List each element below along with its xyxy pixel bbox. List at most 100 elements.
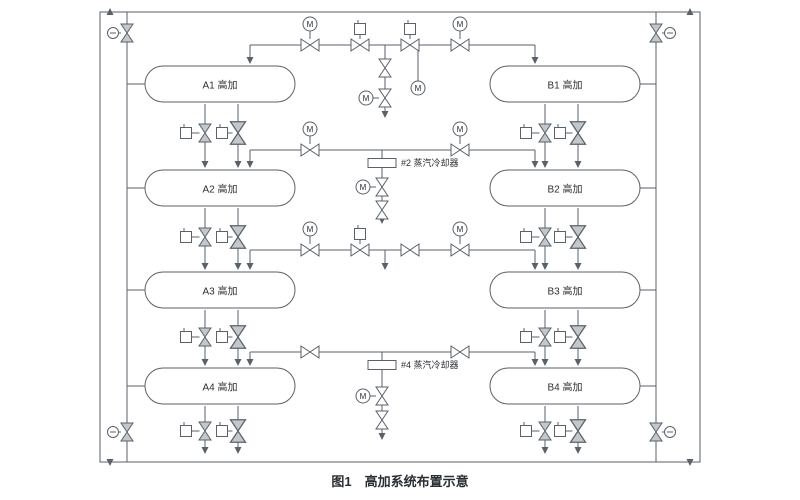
motor-label: M: [457, 225, 464, 234]
motor-label: M: [307, 20, 314, 29]
motor-valve-icon: [300, 243, 320, 257]
gate-valve-icon: [229, 225, 247, 249]
vessel-body: [489, 65, 641, 103]
flow-arrow-icon: [378, 433, 386, 440]
instrument-icon: [180, 123, 192, 139]
motor-valve-icon: [300, 38, 320, 52]
instrument-icon: [520, 421, 532, 437]
heater-vessel: B4 高加: [489, 367, 641, 405]
gate-valve-icon: [649, 23, 663, 43]
instrument-icon: [180, 421, 192, 437]
heater-label: A1 高加: [202, 79, 237, 92]
gate-valve-icon: [569, 121, 587, 145]
gate-valve-icon: [198, 227, 212, 247]
gate-valve-icon: [120, 422, 134, 442]
flow-arrow-icon: [541, 161, 549, 168]
steam-cooler-label: #4 蒸汽冷却器: [401, 359, 459, 370]
flow-arrow-icon: [541, 359, 549, 366]
valve-icon: [350, 38, 370, 52]
flow-arrow-icon: [531, 359, 539, 366]
instrument-tag-icon: [664, 426, 676, 438]
gate-valve-icon: [538, 123, 552, 143]
heater-vessel: B3 高加: [489, 271, 641, 309]
steam-cooler: [367, 360, 397, 370]
heater-vessel: A1 高加: [144, 65, 296, 103]
heater-vessel: B2 高加: [489, 169, 641, 207]
valve-icon: [300, 345, 320, 359]
motor-valve-icon: [300, 143, 320, 157]
instrument-tag-icon: [107, 426, 119, 438]
instrument-tag-icon: [107, 27, 119, 39]
flow-arrow-icon: [541, 447, 549, 454]
valve-icon: [400, 38, 420, 52]
flow-arrow-icon: [574, 447, 582, 454]
heater-label: B4 高加: [547, 381, 582, 394]
heater-vessel: A3 高加: [144, 271, 296, 309]
gate-valve-icon: [198, 327, 212, 347]
vessel-body: [144, 169, 296, 207]
gate-valve-icon: [198, 123, 212, 143]
gate-valve-icon: [538, 327, 552, 347]
motor-label: M: [360, 392, 367, 401]
instrument-icon: [354, 19, 366, 35]
gate-valve-icon: [229, 325, 247, 349]
flow-arrow-icon: [201, 359, 209, 366]
instrument-icon: [554, 327, 566, 343]
motor-label: M: [457, 125, 464, 134]
instrument-icon: [354, 224, 366, 240]
heater-label: B1 高加: [547, 79, 582, 92]
instrument-icon: [216, 421, 228, 437]
flow-arrow-icon: [531, 57, 539, 64]
flow-arrow-icon: [574, 263, 582, 270]
gate-valve-icon: [538, 421, 552, 441]
instrument-icon: [554, 227, 566, 243]
vessel-body: [144, 65, 296, 103]
valve-icon: [375, 410, 389, 430]
flow-arrow-icon: [201, 447, 209, 454]
instrument-icon: [180, 327, 192, 343]
gate-valve-icon: [538, 227, 552, 247]
motor-valve-icon: [450, 243, 470, 257]
motor-valve-icon: [450, 143, 470, 157]
flow-arrow-icon: [201, 263, 209, 270]
flow-arrow-icon: [574, 359, 582, 366]
gate-valve-icon: [569, 419, 587, 443]
flow-arrow-icon: [381, 111, 389, 118]
steam-cooler-label: #2 蒸汽冷却器: [401, 157, 459, 168]
flow-arrow-icon: [574, 161, 582, 168]
instrument-icon: [404, 19, 416, 35]
vessel-body: [144, 271, 296, 309]
motor-label: M: [415, 84, 422, 93]
steam-row-valves: [300, 16, 470, 430]
instrument-icon: [554, 421, 566, 437]
gate-valve-icon: [198, 421, 212, 441]
motor-label: M: [457, 20, 464, 29]
motor-actuator-icon: [355, 388, 371, 404]
motor-valve-icon: [375, 386, 389, 406]
motor-valve-icon: [378, 88, 392, 108]
valve-icon: [375, 200, 389, 220]
heater-vessels: A1 高加 A2 高加 A3 高加 A4 高加 B1 高加 B2 高加 B3 高…: [144, 65, 641, 405]
flow-arrow-icon: [246, 57, 254, 64]
motor-valve-icon: [450, 38, 470, 52]
vessel-body: [144, 367, 296, 405]
heater-vessel: A4 高加: [144, 367, 296, 405]
instrument-tag-icon: [664, 27, 676, 39]
motor-labels: M M M M M M M M M M: [307, 20, 464, 401]
heater-label: B2 高加: [547, 183, 582, 196]
gate-valve-icon: [229, 121, 247, 145]
valve-icon: [400, 243, 420, 257]
motor-label: M: [363, 94, 370, 103]
border-frame: [99, 11, 701, 463]
heater-label: A2 高加: [202, 183, 237, 196]
valve-icon: [350, 243, 370, 257]
flow-arrow-icon: [246, 263, 254, 270]
motor-actuator-icon: [410, 80, 426, 96]
instrument-icon: [216, 227, 228, 243]
gate-valve-icon: [649, 422, 663, 442]
motor-valve-icon: [375, 177, 389, 197]
flow-arrow-icon: [246, 359, 254, 366]
motor-label: M: [307, 125, 314, 134]
